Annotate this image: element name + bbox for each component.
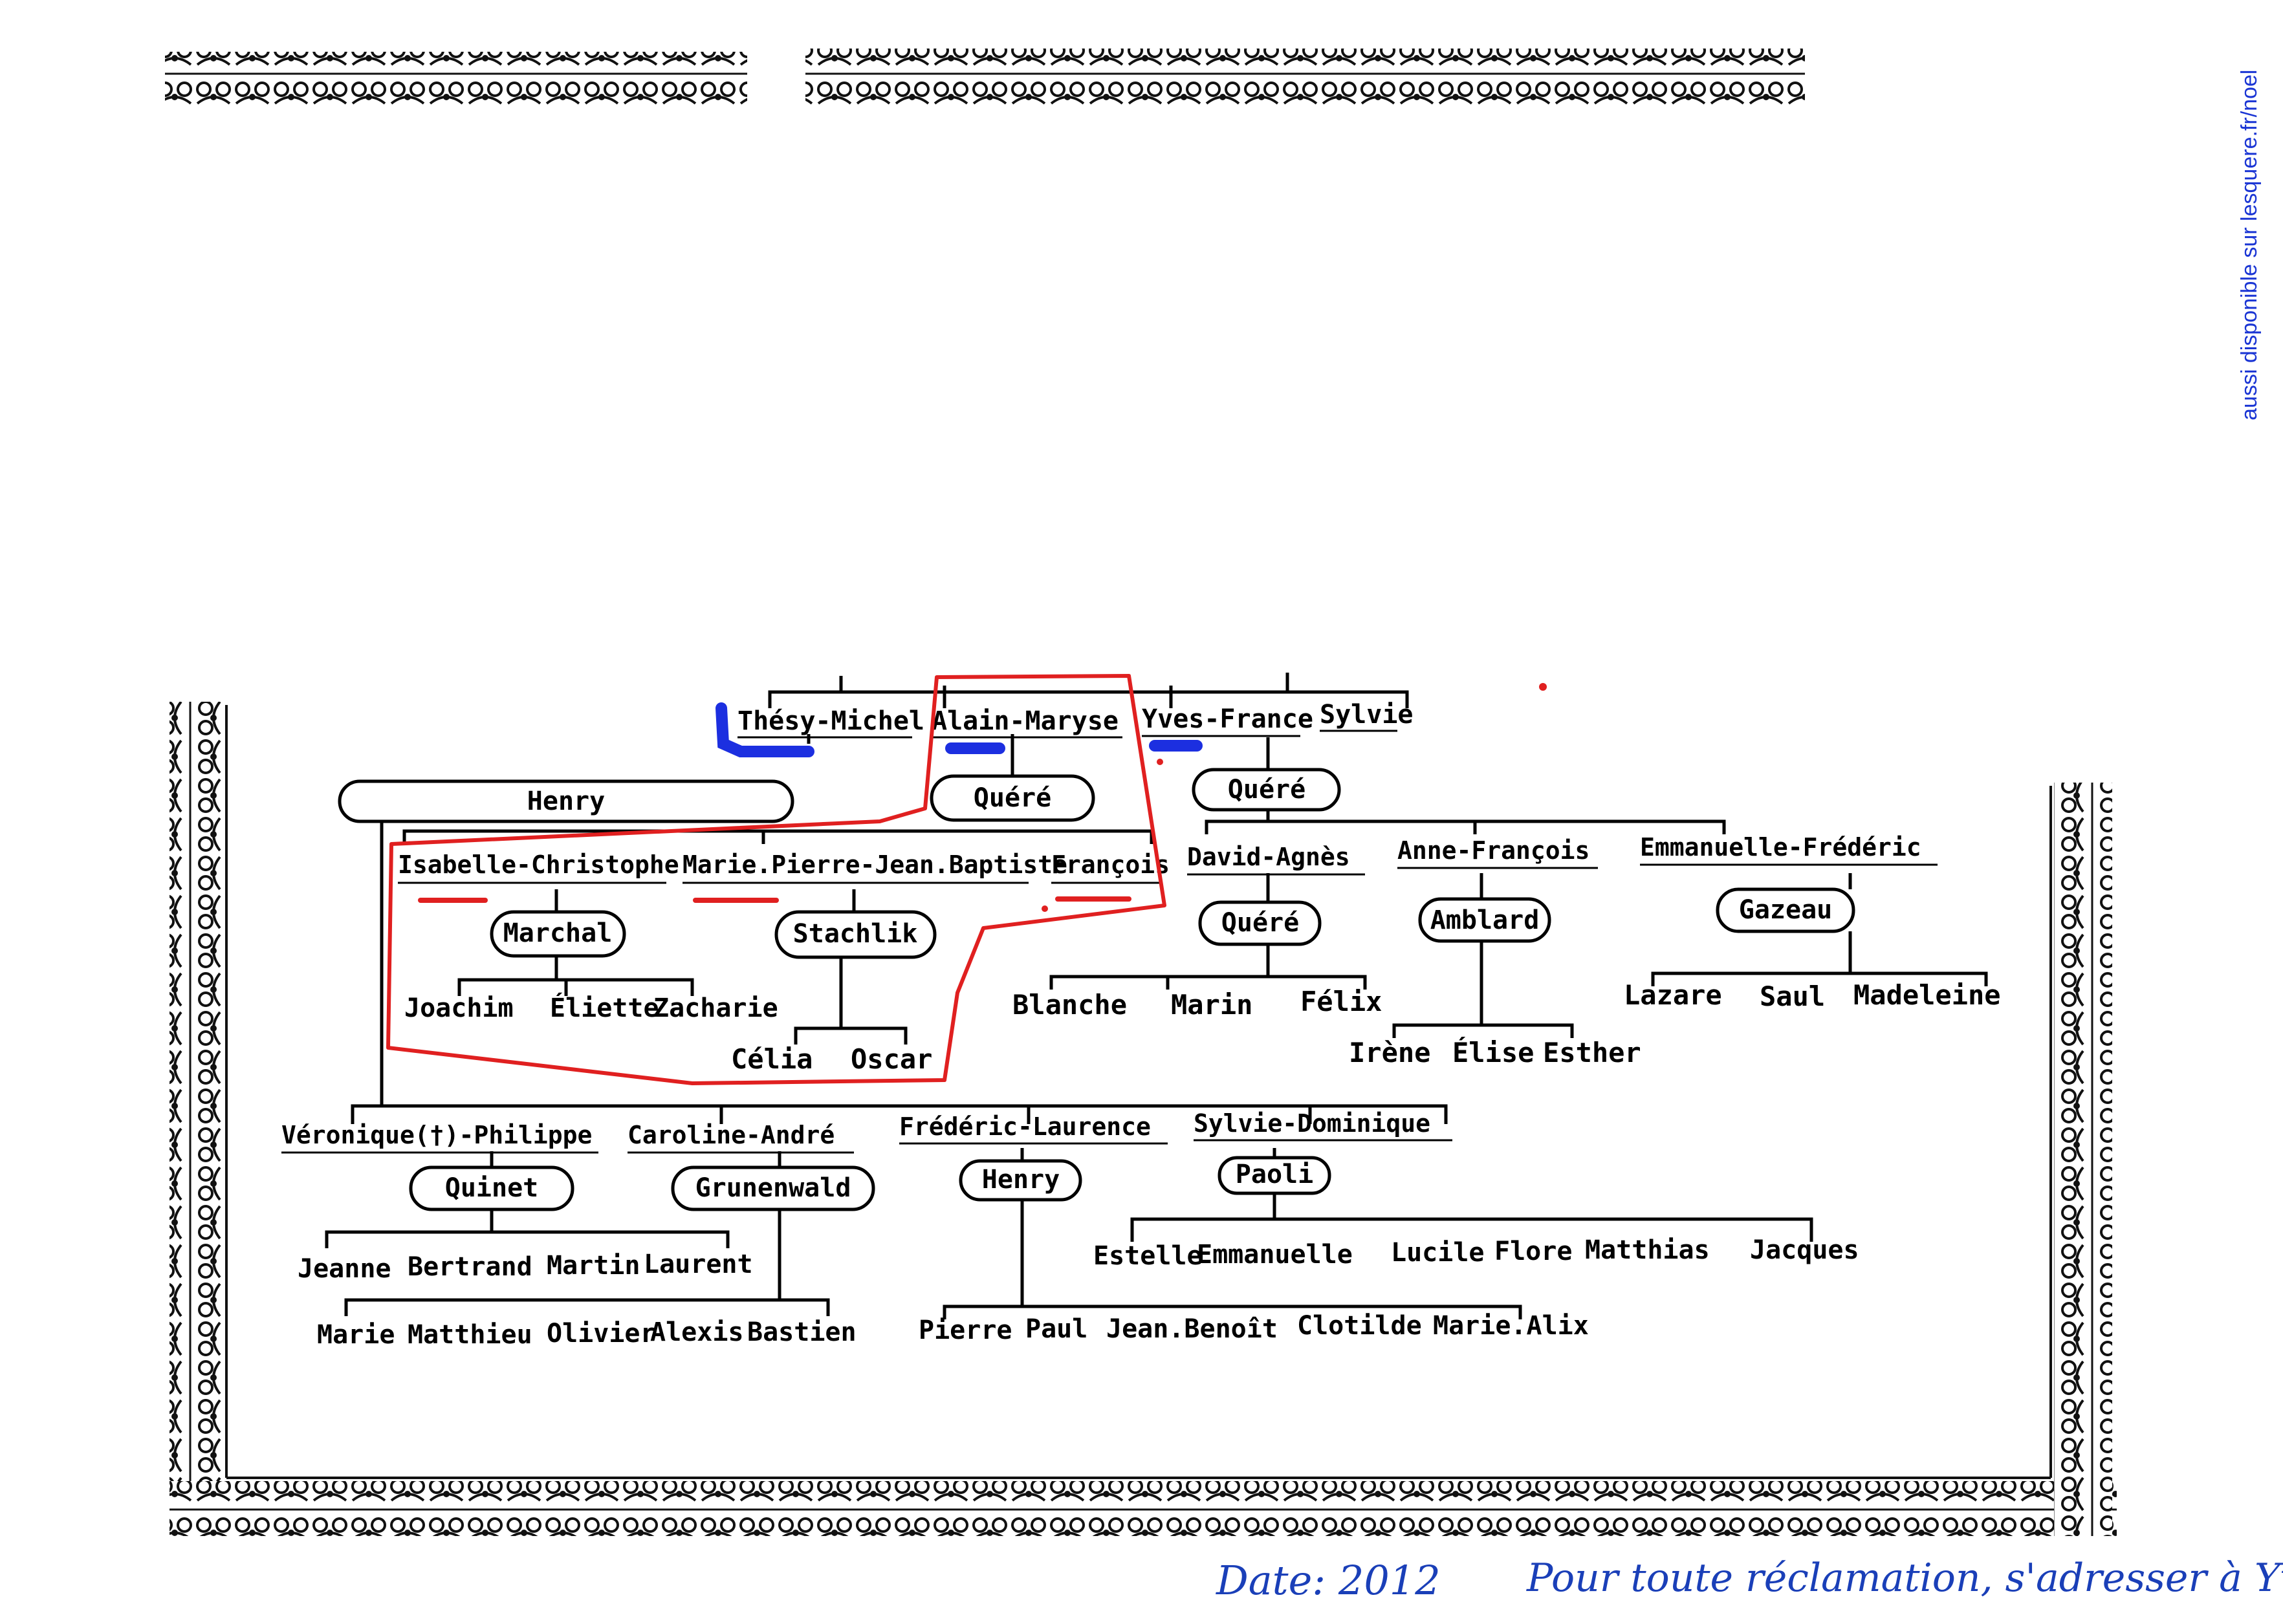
family-amblard: Amblard: [1430, 905, 1540, 935]
tree-connector-lines: [325, 673, 1988, 1319]
person-martin: Martin: [547, 1251, 640, 1281]
red-outline: [386, 674, 1166, 1085]
person-madeleine: Madeleine: [1853, 979, 2001, 1011]
person-francois: François: [1051, 850, 1170, 879]
family-gazeau: Gazeau: [1739, 895, 1833, 925]
couple-sylvie-dominique: Sylvie-Dominique: [1194, 1109, 1430, 1138]
couple-isabelle-christophe: Isabelle-Christophe: [398, 850, 679, 879]
person-blanche: Blanche: [1012, 989, 1127, 1021]
family-quere-2: Quéré: [1228, 775, 1305, 805]
person-bastien: Bastien: [747, 1317, 857, 1347]
person-paul: Paul: [1025, 1314, 1087, 1344]
person-marin: Marin: [1171, 989, 1252, 1021]
couple-thesy-michel: Thésy-Michel: [737, 706, 924, 736]
person-joachim: Joachim: [404, 993, 514, 1023]
red-dot: [1539, 683, 1547, 691]
couple-anne-francois: Anne-François: [1397, 836, 1589, 865]
person-bertrand: Bertrand: [408, 1252, 532, 1282]
red-underlines: [418, 896, 1131, 903]
marchal-oval: [490, 910, 626, 958]
person-zacharie: Zacharie: [653, 993, 778, 1023]
ornament-bottom: [169, 1481, 2117, 1536]
single-sylvie: Sylvie: [1320, 700, 1414, 730]
couple-yves-france: Yves-France: [1142, 704, 1313, 734]
person-estelle: Estelle: [1093, 1241, 1203, 1271]
family-quere-3: Quéré: [1221, 908, 1299, 938]
person-celia: Célia: [731, 1043, 813, 1075]
paoli-oval: [1218, 1156, 1331, 1195]
couple-david-agnes: David-Agnès: [1187, 843, 1350, 871]
family-henry: Henry: [527, 786, 605, 816]
person-emmanuelle: Emmanuelle: [1197, 1240, 1353, 1270]
amblard-oval: [1418, 897, 1551, 943]
henry2-oval: [959, 1159, 1082, 1202]
person-saul: Saul: [1760, 980, 1825, 1012]
gazeau-oval: [1716, 887, 1855, 933]
couple-emmanuelle-frederic: Emmanuelle-Frédéric: [1640, 833, 1921, 861]
frame-ornament-border: [169, 702, 2117, 1536]
footer-date: Date: 2012: [1216, 1557, 1441, 1604]
couple-marie-pierre-jean-baptiste: Marie.Pierre-Jean.Baptiste: [683, 850, 1067, 879]
blue-marks: [715, 702, 1203, 757]
person-flore: Flore: [1494, 1237, 1572, 1266]
grunenwald-oval: [671, 1165, 875, 1211]
couple-alain-maryse: Alain-Maryse: [932, 706, 1119, 736]
person-lucile: Lucile: [1391, 1238, 1485, 1268]
person-jean-benoit: Jean.Benoît: [1106, 1314, 1278, 1344]
red-dot-2: [1042, 905, 1048, 912]
person-matthieu: Matthieu: [408, 1320, 532, 1350]
family-marchal: Marchal: [503, 918, 613, 948]
quere1-oval: [930, 774, 1095, 822]
side-note: aussi disponible sur lesquere.fr/noel: [2237, 70, 2262, 420]
person-felix: Félix: [1300, 986, 1382, 1017]
stachlik-oval: [774, 910, 937, 959]
person-lazare: Lazare: [1624, 979, 1722, 1011]
person-jeanne: Jeanne: [298, 1254, 391, 1284]
couple-frederic-laurence: Frédéric-Laurence: [899, 1112, 1151, 1141]
quinet-oval: [409, 1165, 574, 1211]
family-stachlik: Stachlik: [793, 919, 918, 949]
henry-banner: [338, 779, 794, 823]
person-clotilde: Clotilde: [1297, 1311, 1422, 1341]
family-quere-1: Quéré: [974, 783, 1051, 813]
family-grunenwald: Grunenwald: [695, 1173, 851, 1203]
family-paoli: Paoli: [1236, 1160, 1313, 1189]
person-marie-alix: Marie.Alix: [1433, 1311, 1589, 1341]
person-jacques: Jacques: [1750, 1235, 1859, 1265]
ornament-band-right: [805, 49, 1805, 107]
red-dot-3: [1157, 759, 1163, 765]
person-eliette: Éliette: [550, 992, 659, 1023]
couple-veronique-philippe: Véronique(†)-Philippe: [281, 1121, 592, 1149]
person-marie: Marie: [317, 1320, 395, 1350]
person-matthias: Matthias: [1585, 1235, 1710, 1265]
person-alexis: Alexis: [650, 1317, 744, 1347]
quere2-oval: [1192, 768, 1341, 812]
footer-note: Pour toute réclamation, s'adresser à Yve…: [1526, 1555, 2283, 1601]
quere3-oval: [1198, 900, 1322, 946]
person-elise: Élise: [1452, 1036, 1534, 1068]
ornament-left-side: [169, 702, 224, 1536]
top-ornament-border: [165, 49, 1805, 110]
person-olivier: Olivier: [547, 1319, 656, 1348]
person-irene: Irène: [1349, 1037, 1430, 1068]
ornament-right-side: [2054, 783, 2112, 1536]
family-henry-2: Henry: [982, 1165, 1060, 1195]
person-pierre: Pierre: [919, 1315, 1012, 1345]
tree-names: Thésy-Michel Alain-Maryse Yves-France Sy…: [281, 700, 2001, 1350]
annotations: [386, 674, 1547, 1085]
person-laurent: Laurent: [644, 1250, 753, 1279]
family-quinet: Quinet: [445, 1173, 539, 1203]
person-oscar: Oscar: [851, 1043, 932, 1075]
person-esther: Esther: [1543, 1037, 1641, 1068]
couple-caroline-andre: Caroline-André: [628, 1121, 835, 1149]
family-shapes: [338, 768, 1855, 1211]
ornament-band-left: [165, 52, 747, 110]
